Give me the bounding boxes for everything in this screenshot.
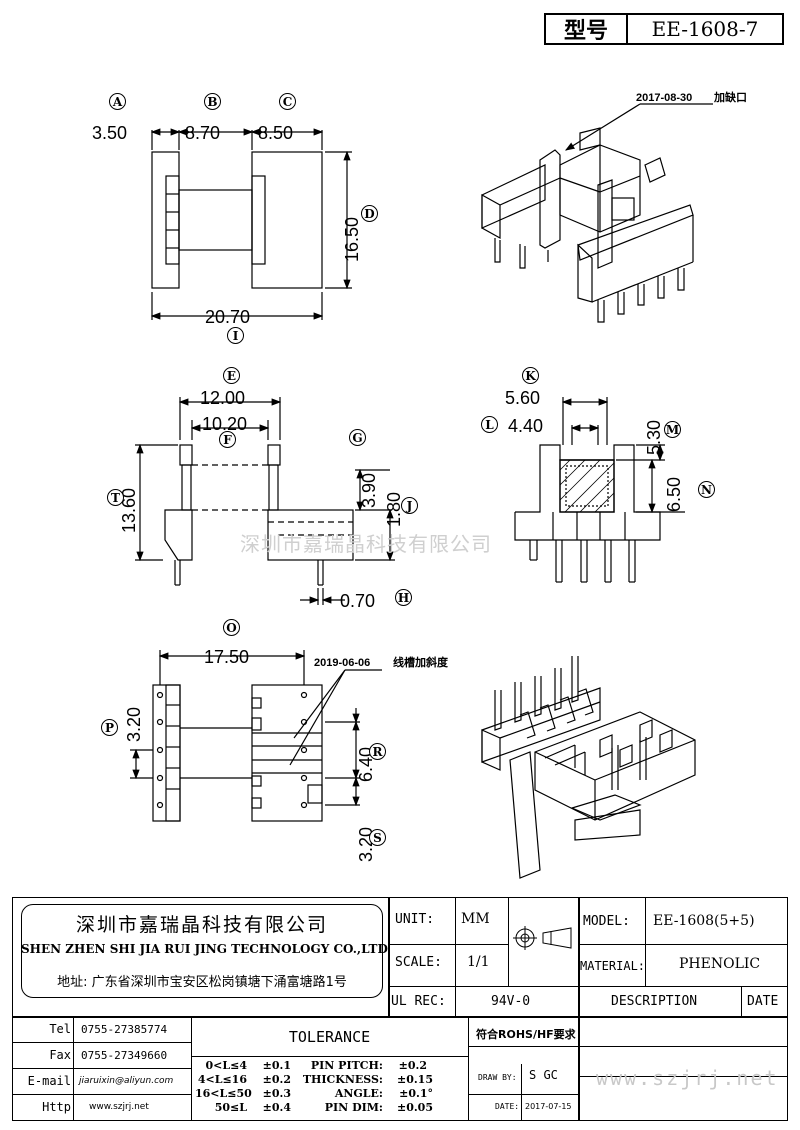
label-l: L [481,416,498,433]
label-n: N [698,481,715,498]
label-p: P [101,719,118,736]
ul-rec-value: 94V-0 [491,994,531,1009]
dim-o: 17.50 [204,647,249,667]
dim-i: 20.70 [205,307,250,327]
label-a: A [109,93,126,110]
http-label: Http [42,1100,71,1114]
note2-date: 2019-06-06 [314,657,370,669]
label-m: M [664,421,681,438]
label-b: B [204,93,221,110]
dim-d: 16.50 [342,217,362,262]
fax-label: Fax [49,1048,71,1062]
model-label: 型号 [546,15,628,44]
rohs-note: 符合ROHS/HF要求 [476,1028,576,1041]
company-name-en: SHEN ZHEN SHI JIA RUI JING TECHNOLOGY CO… [21,942,388,956]
model-title-box: 型号 EE-1608-7 [544,13,784,45]
label-e: E [223,367,240,384]
date-field-value: 2017-07-15 [525,1102,572,1111]
company-box [21,904,383,998]
label-t: T [107,489,124,506]
note2-text: 线槽加斜度 [393,655,449,669]
front-view-dims: 5.60 4.40 5.30 6.50 [505,388,684,512]
note1-text: 加缺口 [713,90,747,104]
dim-k: 5.60 [505,388,540,408]
dim-m: 5.30 [644,420,664,455]
scale-label: SCALE: [395,955,442,970]
company-address: 地址: 广东省深圳市宝安区松岗镇塘下涌富塘路1号 [57,975,347,990]
dim-l: 4.40 [508,416,543,436]
dim-p: 3.20 [124,707,144,742]
title-block: 深圳市嘉瑞晶科技有限公司 SHEN ZHEN SHI JIA RUI JING … [12,897,788,1121]
http-value: www.szjrj.net [89,1102,149,1112]
email-value: jiaruixin@aliyun.com [79,1076,174,1086]
unit-label: UNIT: [395,912,435,927]
company-name-cn: 深圳市嘉瑞晶科技有限公司 [75,914,328,936]
company-watermark: 深圳市嘉瑞晶科技有限公司 [240,532,492,556]
date-header: DATE [747,994,779,1009]
date-field-label: DATE: [495,1102,520,1111]
label-g: G [349,429,366,446]
dim-n: 6.50 [664,477,684,512]
label-d: D [361,205,378,222]
side-view-dims: 12.00 10.20 13.60 3.90 1.80 0.70 [119,388,404,611]
fax-value: 0755-27349660 [81,1049,168,1062]
dim-b: 8.70 [185,123,220,143]
label-i: I [227,327,244,344]
top-view-dims: 3.50 8.70 8.50 16.50 20.70 [92,123,362,327]
draw-by-label: DRAW BY: [478,1073,517,1082]
iso-view-1 [481,103,713,323]
note-1: 2017-08-30 加缺口 [636,90,747,104]
draw-by-value: S GC [529,1068,558,1082]
ul-rec-label: UL REC: [391,994,446,1009]
material-value: PHENOLIC [679,956,761,972]
email-label: E-mail [27,1074,71,1088]
dim-c: 8.50 [258,123,293,143]
label-h: H [395,589,412,606]
tel-value: 0755-27385774 [81,1023,168,1036]
tolerance-title: TOLERANCE [288,1028,371,1046]
dim-g: 3.90 [359,473,379,508]
scale-value: 1/1 [467,954,490,970]
bottom-view-dims: 17.50 3.20 6.40 3.20 [124,647,376,862]
dim-h: 0.70 [340,591,375,611]
label-c: C [279,93,296,110]
label-s: S [369,829,386,846]
dim-j: 1.80 [384,492,404,527]
label-f: F [219,431,236,448]
dim-t: 13.60 [119,488,139,533]
model-value: EE-1608-7 [651,17,759,41]
note-2: 2019-06-06 线槽加斜度 [314,655,449,669]
label-j: J [401,497,418,514]
projection-symbol-icon [513,926,572,950]
model-field-label: MODEL: [583,914,630,929]
tel-label: Tel [49,1022,71,1036]
dim-f: 10.20 [202,414,247,434]
label-k: K [522,367,539,384]
label-r: R [369,743,386,760]
note1-date: 2017-08-30 [636,92,692,104]
description-header: DESCRIPTION [611,994,698,1009]
side-view [135,397,395,605]
bottom-view [130,650,382,822]
dim-a: 3.50 [92,123,127,143]
material-label: MATERIAL: [580,959,646,973]
front-view [514,397,685,583]
unit-value: MM [461,911,490,927]
top-view [150,128,352,320]
iso-view-2 [481,656,696,879]
dim-e: 12.00 [200,388,245,408]
technical-drawing: 3.50 8.70 8.50 16.50 20.70 2017-08-30 加缺 [92,90,747,879]
url-watermark: www.szjrj.net [596,1066,779,1090]
label-o: O [223,619,240,636]
model-field-value: EE-1608(5+5) [653,913,755,929]
